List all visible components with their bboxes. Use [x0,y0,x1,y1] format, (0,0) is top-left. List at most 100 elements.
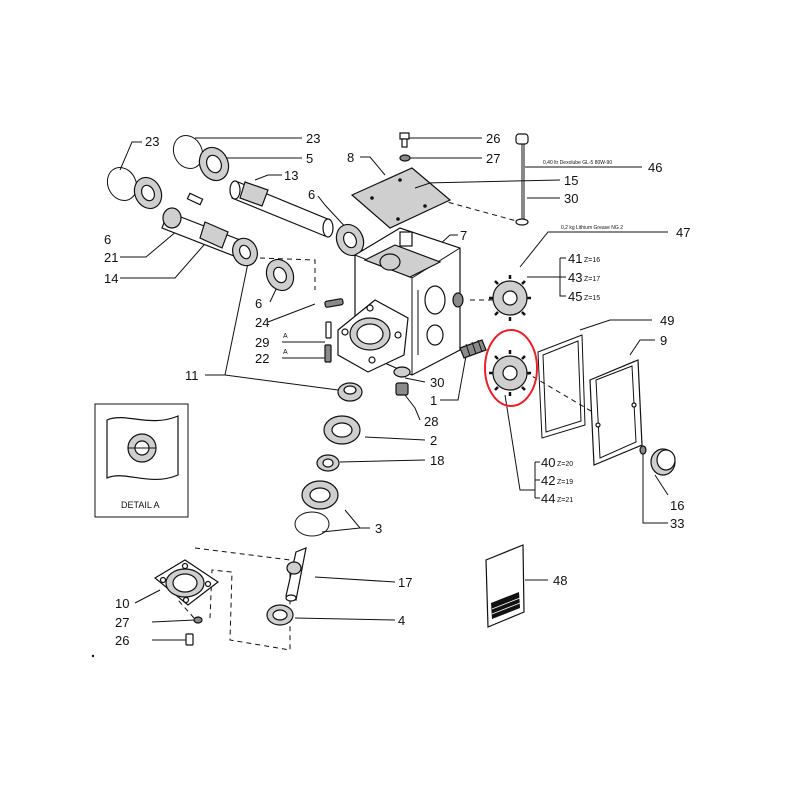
circlip-23-left [106,166,138,202]
label-24: 24 [255,315,269,330]
bearing-6-left [133,176,163,210]
label-4: 4 [398,613,405,628]
label-40: 40 [541,455,555,470]
gear-41-43-45 [489,275,531,321]
key-21 [186,192,204,206]
tooth-count-z19: Z=19 [557,479,573,486]
shaft-1 [459,339,487,359]
label-15: 15 [564,173,578,188]
label-29: 29 [255,335,269,350]
label-17: 17 [398,575,412,590]
label-8: 8 [347,150,354,165]
detail-a-title: DETAIL A [121,500,160,510]
tooth-count-z16: Z=16 [584,257,600,264]
pin-22 [324,344,332,363]
label-16: 16 [670,498,684,513]
stray-dot [91,654,95,658]
washer-27-top [399,154,411,162]
part-labels: 23 23 5 8 26 27 46 13 15 30 6 6 7 21 47 … [104,131,690,648]
highlight-circle [484,329,538,407]
manual-48 [485,544,525,628]
bearing-6-middle [265,258,295,292]
label-14: 14 [104,271,118,286]
note-47: 0,2 kg Lithium Grease NG 2 [561,225,623,231]
label-6-upper: 6 [308,187,315,202]
detail-a-box [94,403,189,518]
label-2: 2 [430,433,437,448]
seal-4 [266,604,294,626]
knob-16 [650,448,676,476]
label-5: 5 [306,151,313,166]
circlip-3 [294,511,330,537]
label-13: 13 [284,168,298,183]
label-11: 11 [185,368,199,383]
bearing-3 [301,480,339,510]
cover-8 [350,167,452,229]
label-26-top: 26 [486,131,500,146]
label-27-lower: 27 [115,615,129,630]
label-27-top: 27 [486,151,500,166]
gasket-49 [537,334,586,439]
label-10: 10 [115,596,129,611]
flange-10 [153,559,220,606]
label-33: 33 [670,516,684,531]
label-49: 49 [660,313,674,328]
label-26-lower: 26 [115,633,129,648]
label-44: 44 [541,491,555,506]
label-46: 46 [648,160,662,175]
label-47: 47 [676,225,690,240]
label-18: 18 [430,453,444,468]
label-7: 7 [460,228,467,243]
label-23-left: 23 [145,134,159,149]
note-46: 0,40 ltr Dexolube GL-5 80W-90 [543,160,612,166]
label-42: 42 [541,473,555,488]
shaft-17 [285,547,307,602]
spacer-11-upper [232,237,258,267]
washer-33 [639,445,647,455]
cover-9 [589,359,643,466]
tooth-count-z20: Z=20 [557,461,573,468]
spacer-18 [316,454,340,472]
label-23-right: 23 [306,131,320,146]
marker-a-22: A [283,349,288,356]
label-45: 45 [568,289,582,304]
label-30-top: 30 [564,191,578,206]
label-6-left: 6 [104,232,111,247]
tooth-count-z17: Z=17 [584,276,600,283]
label-6-middle: 6 [255,296,262,311]
screw-26-top [399,132,410,148]
washer-27-lower [193,616,203,624]
tooth-count-z15: Z=15 [584,295,600,302]
plug-28 [395,382,409,396]
shaft-13 [229,180,334,238]
label-41: 41 [568,251,582,266]
spacer-11-lower [337,382,363,402]
gear-40-42-44 [489,350,531,396]
shaft-14 [161,207,241,257]
screw-26-lower [185,633,194,646]
label-22: 22 [255,351,269,366]
dipstick-15 [515,133,529,222]
marker-a-29: A [283,333,288,340]
bearing-5 [198,146,230,182]
washer-30-top [515,218,529,226]
tooth-count-z21: Z=21 [557,497,573,504]
label-9: 9 [660,333,667,348]
flange-housing-front [337,299,409,373]
pin-24 [324,298,344,308]
label-30-lower: 30 [430,375,444,390]
washer-30-lower [393,366,411,378]
detail-markers: A A [283,333,288,356]
circlip-23-right [172,134,204,170]
label-3: 3 [375,521,382,536]
seal-2 [323,415,361,445]
label-48: 48 [553,573,567,588]
label-21: 21 [104,250,118,265]
label-1: 1 [430,393,437,408]
pin-29 [325,321,332,339]
bearing-6-upper-right [335,223,365,257]
label-43: 43 [568,270,582,285]
gear-tooth-counts: Z=16 Z=17 Z=15 Z=20 Z=19 Z=21 [557,257,600,504]
fill-notes: 0,40 ltr Dexolube GL-5 80W-90 0,2 kg Lit… [543,160,623,231]
